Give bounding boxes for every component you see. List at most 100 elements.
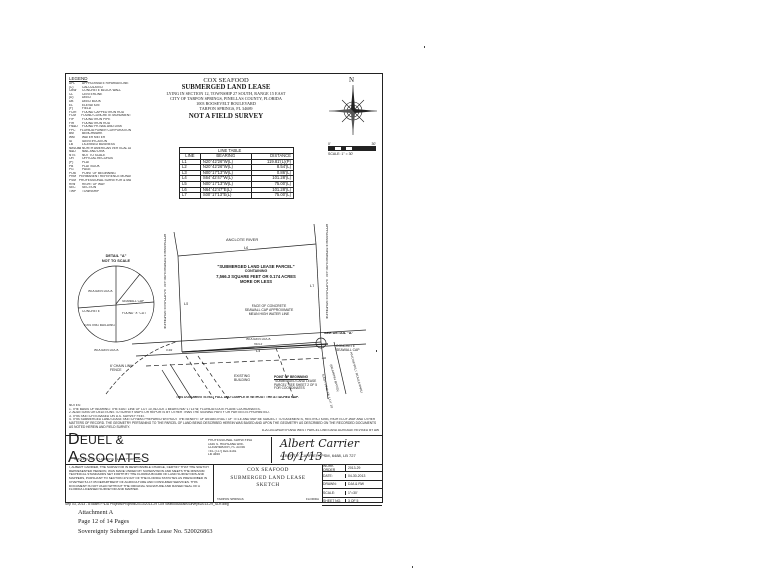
legend-abbr: CL bbox=[69, 92, 74, 96]
legend-desc: ELEVATION bbox=[82, 103, 100, 107]
legend-item: (F)FIELD bbox=[69, 107, 131, 111]
legend-desc: APPROXIMATE RIPARIAN LINE bbox=[82, 82, 129, 85]
lease-title: SUBMERGED LAND LEASE bbox=[181, 84, 271, 91]
legend-desc: DEED bbox=[82, 96, 91, 100]
firm-address-line: CLEARWATER, FL 33756 bbox=[208, 446, 245, 450]
detail-label-building: EXISTING BUILDING bbox=[84, 324, 115, 327]
attachment-caption: Attachment A Page 12 of 14 Pages Soverei… bbox=[78, 508, 213, 536]
legend-abbr: OR bbox=[69, 157, 74, 161]
legend-desc: BENCHMARK bbox=[82, 132, 103, 136]
project-line-3: SKETCH bbox=[256, 482, 280, 488]
firm-name-2: SSOCIATES bbox=[78, 451, 150, 465]
dock-dimension: 95.03' bbox=[254, 343, 263, 346]
certification-block: I, ALBERT CARRIER, THE SURVEYOR IN RESPO… bbox=[65, 463, 383, 506]
scan-speck bbox=[424, 46, 425, 48]
scale-end: 30' bbox=[371, 142, 376, 146]
parcel-map bbox=[77, 223, 367, 400]
note-2: 2. ADDITIONS OR DELETIONS TO SURVEY MAPS… bbox=[69, 411, 270, 415]
legend-item: (D)DEED bbox=[69, 96, 131, 100]
legend-abbr: FN&D bbox=[69, 125, 78, 129]
detail-a-title: DETAIL "A" bbox=[105, 254, 127, 258]
not-complete-notice: THIS DOCUMENT IS NOT FULL AND COMPLETE W… bbox=[176, 396, 299, 399]
legend-abbr: (C) bbox=[69, 85, 74, 89]
legend-abbr: SEC bbox=[69, 186, 76, 190]
legend-desc: CALCULATED bbox=[82, 85, 103, 89]
scale-bar: 0' 30' SCALE: 1" = 30' bbox=[328, 142, 376, 156]
legend-desc: POINT OF BEGINNING bbox=[82, 171, 116, 175]
firm-logo: DEUEL & ASSOCIATES bbox=[68, 431, 206, 466]
revision-note: 8-20-2013/NORTH AND WEST PARCEL LINES AN… bbox=[262, 429, 379, 433]
legend-abbr: FPC bbox=[69, 128, 76, 132]
location-line-1: LYING IN SECTION 12, TOWNSHIP 27 SOUTH, … bbox=[166, 91, 286, 96]
river-label: ANCLOTE RIVER bbox=[226, 238, 259, 242]
notes-title: NOTES: bbox=[69, 404, 81, 407]
location-line-2: CITY OF TARPON SPRINGS, PINELLAS COUNTY,… bbox=[170, 96, 282, 101]
concrete-seawall-label: CONCRETE SEAWALL CAP bbox=[336, 344, 360, 352]
legend-abbr: PB bbox=[69, 164, 74, 168]
meta-row: DRAWN:DJA & RW bbox=[322, 481, 382, 490]
left-riparian-label: APPROXIMATE RIPARIAN LINE 230' TO OPPOSI… bbox=[163, 234, 166, 329]
sheet-title-block: COX SEAFOOD SUBMERGED LAND LEASE LYING I… bbox=[151, 77, 301, 120]
project-box: COX SEAFOOD SUBMERGED LAND LEASE SKETCH … bbox=[213, 464, 323, 502]
meta-value: 3 OF 5 bbox=[348, 499, 359, 504]
legend-abbr: PRM bbox=[69, 175, 77, 179]
legend-desc: FLORIDA POWER CORPORATION bbox=[80, 128, 131, 132]
compass-icon bbox=[329, 85, 377, 135]
legend-abbr: N&D bbox=[69, 150, 76, 154]
legend-desc: FOUND PK NAIL AND DISK bbox=[82, 125, 123, 129]
location-line-4: TARPON SPRINGS, FL 34689 bbox=[199, 106, 253, 111]
legend-abbr: WM bbox=[69, 135, 75, 139]
scale-start: 0' bbox=[328, 142, 331, 146]
l4-label: L4 bbox=[256, 349, 261, 353]
parcel-area: 7,566.3 SQUARE FEET OR 0.174 ACRES MORE … bbox=[216, 274, 296, 284]
meta-key: SCALE: bbox=[322, 490, 346, 495]
legend-item: FN&D FOUND PK NAIL AND DISK bbox=[69, 125, 131, 129]
line-id: L7 bbox=[179, 192, 201, 199]
parcel-containing: CONTAINING bbox=[244, 269, 268, 273]
legend-abbr: FIP bbox=[69, 117, 74, 121]
firm-address-line: 1430 S. HIGHLAND AVE. bbox=[208, 442, 245, 446]
legend-abbr: CBW bbox=[69, 89, 77, 93]
legend-abbr: PG bbox=[69, 168, 74, 172]
legend-desc: FOUND CONCRETE MONUMENT bbox=[81, 114, 131, 118]
legend-abbr: (F) bbox=[69, 107, 74, 111]
scale-label: SCALE: 1" = 30' bbox=[328, 152, 354, 156]
legend-abbr: ID bbox=[69, 139, 73, 143]
project-name: COX SEAFOOD SUBMERGED LAND LEASE SKETCH bbox=[214, 467, 322, 490]
meta-value: 04-30-2013 bbox=[348, 474, 366, 479]
legend-desc: NOT TO SCALE bbox=[82, 153, 106, 157]
legend-item: WM WATER METER bbox=[69, 136, 131, 140]
legend-desc: WATER METER bbox=[82, 135, 106, 139]
legend-desc: FOUND IRON ROD bbox=[82, 121, 111, 125]
signature-box: Albert Carrier 10/1/13 ALBERT F. CARRIER… bbox=[271, 437, 382, 463]
legend-desc: PERMANENT REFERENCE MONUMENT bbox=[79, 175, 131, 179]
detail-label-dock: WOODEN DOCK bbox=[88, 290, 113, 293]
firm-title-block: DEUEL & ASSOCIATES SURVEYORS · PLANNERS … bbox=[66, 431, 382, 466]
survey-note: NOT A FIELD SURVEY bbox=[188, 112, 264, 120]
legend-desc: DEED BOOK bbox=[82, 99, 101, 103]
firm-address-line: PROFESSIONAL SURVEYING bbox=[208, 439, 253, 442]
detail-a-heading: DETAIL "A" NOT TO SCALE bbox=[86, 254, 146, 264]
legend-abbr: PSM bbox=[69, 179, 76, 183]
north-label: N bbox=[349, 76, 355, 84]
line-bearing: S00°17'13"E(L) bbox=[199, 192, 252, 199]
scan-speck bbox=[376, 350, 377, 352]
l7-label: L7 bbox=[310, 284, 315, 288]
parcel-label: "SUBMERGED LAND LEASE PARCEL" CONTAINING… bbox=[216, 264, 296, 284]
meta-key: WORK ORDER bbox=[322, 463, 346, 472]
legend-abbr: R/W bbox=[69, 182, 76, 186]
signature: Albert Carrier 10/1/13 bbox=[280, 437, 359, 463]
